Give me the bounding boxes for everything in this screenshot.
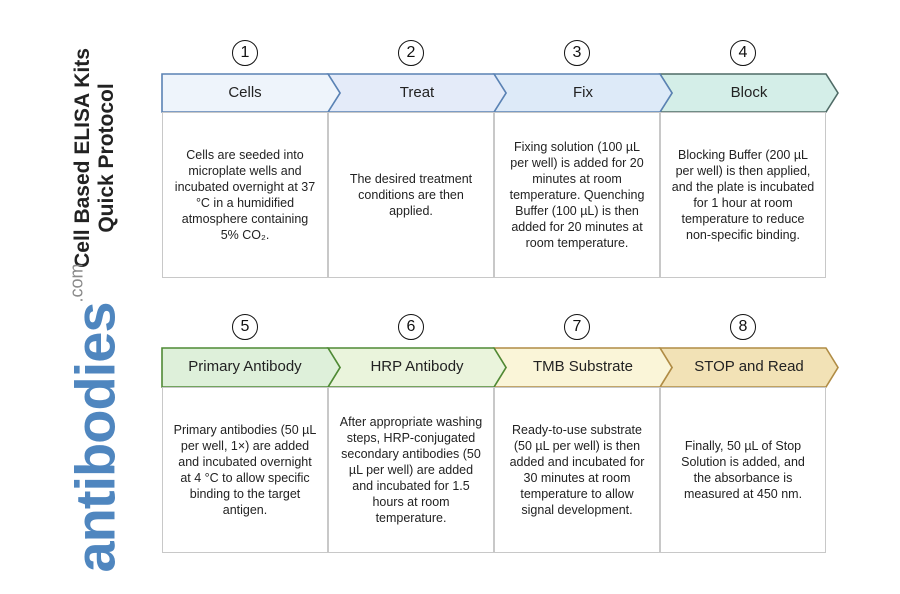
step-description: Cells are seeded into microplate wells a…	[174, 148, 316, 242]
step-description: Fixing solution (100 µL per well) is add…	[509, 140, 645, 250]
step-number-badge: 5	[232, 314, 258, 340]
step-label: Fix	[573, 84, 593, 101]
step-description: Ready-to-use substrate (50 µL per well) …	[509, 423, 645, 517]
step-number-badge: 2	[398, 40, 424, 66]
step-description-box: Ready-to-use substrate (50 µL per well) …	[494, 387, 660, 553]
step-number-badge: 7	[564, 314, 590, 340]
step-label: Treat	[399, 84, 435, 101]
step-description-box: Fixing solution (100 µL per well) is add…	[494, 112, 660, 278]
step-number-badge: 3	[564, 40, 590, 66]
step-description-box: Cells are seeded into microplate wells a…	[162, 112, 328, 278]
step-description: Primary antibodies (50 µL per well, 1×) …	[173, 423, 317, 517]
step-label: TMB Substrate	[532, 358, 634, 375]
step-label: Block	[730, 84, 768, 101]
step-description-box: Blocking Buffer (200 µL per well) is the…	[660, 112, 826, 278]
step-description-box: The desired treatment conditions are the…	[328, 112, 494, 278]
step-description: The desired treatment conditions are the…	[349, 172, 473, 218]
step-description-box: After appropriate washing steps, HRP-con…	[328, 387, 494, 553]
step-label: Cells	[228, 84, 262, 101]
step-number-badge: 8	[730, 314, 756, 340]
step-label: STOP and Read	[694, 358, 804, 375]
step-description: Blocking Buffer (200 µL per well) is the…	[671, 148, 815, 242]
step-label: Primary Antibody	[188, 358, 302, 375]
step-description-box: Primary antibodies (50 µL per well, 1×) …	[162, 387, 328, 553]
step-label: HRP Antibody	[370, 358, 464, 375]
step-number-badge: 4	[730, 40, 756, 66]
step-description: After appropriate washing steps, HRP-con…	[339, 415, 483, 525]
step-number-badge: 1	[232, 40, 258, 66]
step-number-badge: 6	[398, 314, 424, 340]
step-description: Finally, 50 µL of Stop Solution is added…	[681, 439, 805, 501]
step-description-box: Finally, 50 µL of Stop Solution is added…	[660, 387, 826, 553]
